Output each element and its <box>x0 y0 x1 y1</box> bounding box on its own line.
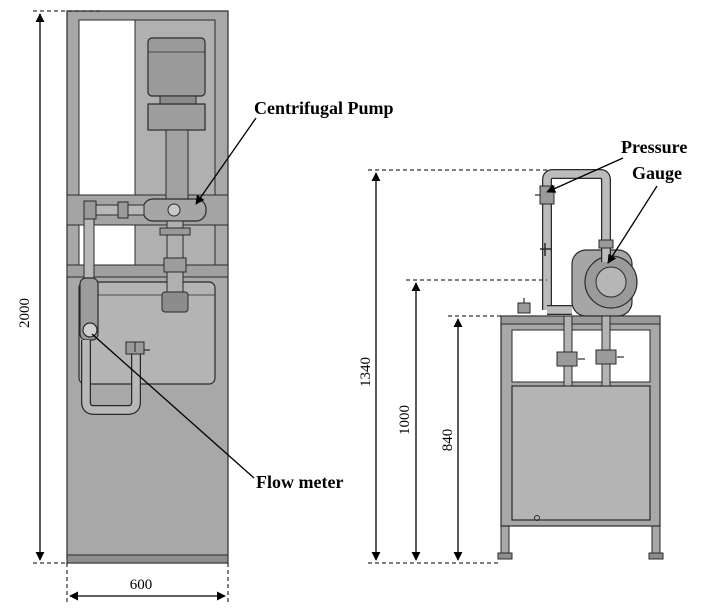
front-upper-opening <box>78 19 136 196</box>
label-flow-meter: Flow meter <box>256 472 343 492</box>
side-valve-left <box>556 351 578 367</box>
side-tank <box>511 385 651 521</box>
side-table-height-dim: 840 <box>440 429 456 452</box>
front-dimensions: 2000 600 <box>17 10 229 604</box>
motor-coupling <box>147 103 206 131</box>
side-callouts: Pressure Gauge <box>546 137 687 264</box>
side-valve-right <box>595 349 617 365</box>
side-gauge-block <box>598 239 614 249</box>
label-pressure-gauge-line2: Gauge <box>632 163 682 183</box>
front-callouts: Centrifugal Pump Flow meter <box>91 98 394 492</box>
label-centrifugal-pump: Centrifugal Pump <box>254 98 394 118</box>
label-pressure-gauge-line1: Pressure <box>621 137 687 157</box>
front-tank-panel <box>78 281 216 385</box>
front-vertical-pipe <box>83 218 95 280</box>
pump-shaft <box>165 129 189 201</box>
side-view <box>497 169 664 560</box>
side-table-top <box>500 315 661 325</box>
front-base <box>66 554 229 564</box>
flow-meter-dial <box>82 322 98 338</box>
motor <box>147 37 206 97</box>
side-dimensions: 1340 1000 840 <box>358 169 547 564</box>
front-view <box>66 10 229 564</box>
front-rail-table <box>66 264 229 278</box>
side-pipe-height-dim: 1000 <box>397 405 413 435</box>
side-total-height-dim: 1340 <box>358 357 374 387</box>
front-width-dim: 600 <box>130 577 153 593</box>
front-height-dim: 2000 <box>17 298 33 328</box>
